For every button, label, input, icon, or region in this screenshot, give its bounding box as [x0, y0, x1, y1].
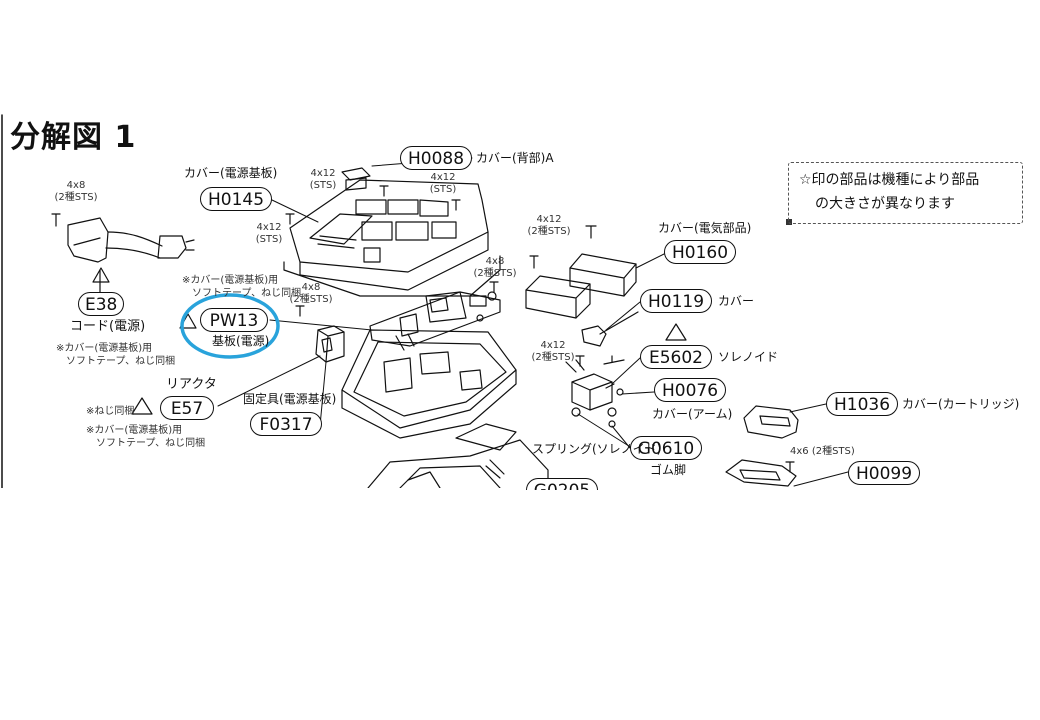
screw-label-8-size: 4x12 [540, 340, 566, 351]
power-cord-drawing [67, 217, 195, 293]
power-board-drawing [369, 291, 501, 347]
part-code-g0205: G0205 [526, 478, 598, 490]
remark-5: ※ねじ同梱 [86, 406, 135, 417]
part-code-h0099: H0099 [848, 461, 920, 485]
screw-label-6-size: 4x8 [485, 256, 505, 267]
remark-3: ※カバー(電源基板)用 [56, 343, 153, 354]
note-line-2: の大きさが異なります [815, 196, 955, 212]
cover-h1036-drawing [743, 405, 799, 439]
remark-1: ※カバー(電源基板)用 [182, 275, 279, 286]
cover-h0119-drawing [581, 325, 607, 347]
screw-label-5-type: (2種STS) [289, 294, 333, 305]
part-name-h1036: カバー(カートリッジ) [902, 397, 1020, 411]
remark-4: ソフトテープ、ねじ同梱 [66, 356, 176, 367]
covers-h0160-drawing [525, 253, 637, 319]
part-code-h0119: H0119 [640, 289, 712, 313]
part-h0099-drawing [725, 459, 797, 487]
part-name-e38: コード(電源) [70, 319, 146, 334]
part-code-h1036: H1036 [826, 392, 898, 416]
part-name-pw13: 基板(電源) [212, 334, 270, 348]
part-code-h0160: H0160 [664, 240, 736, 264]
screw-label-2-size: 4x12 [256, 222, 282, 233]
screw-label-2-type: (STS) [255, 234, 283, 245]
page-title: 分解図 1 [10, 120, 137, 155]
screw-label-4-type: (STS) [429, 184, 457, 195]
part-code-h0145: H0145 [200, 187, 272, 211]
part-code-e5602: E5602 [640, 345, 712, 369]
note-line-1: ☆印の部品は機種により部品 [799, 172, 980, 188]
part-name-h0119: カバー [718, 294, 755, 308]
highlight-ellipse [180, 293, 280, 359]
part-name-h0145: カバー(電源基板) [184, 166, 278, 180]
part-code-e38: E38 [78, 292, 124, 316]
screw-label-1-type: (2種STS) [54, 192, 98, 203]
screw-label-7-type: (2種STS) [527, 226, 571, 237]
lower-assembly-drawing [367, 423, 549, 489]
part-code-e57: E57 [160, 396, 214, 420]
part-name-g0610: ゴム脚 [650, 463, 687, 477]
screw-label-7-size: 4x12 [536, 214, 562, 225]
screw-label-9: 4x6 (2種STS) [790, 446, 855, 457]
crop-blank [0, 488, 1040, 720]
screw-label-4-size: 4x12 [430, 172, 456, 183]
note-box: ☆印の部品は機種により部品 の大きさが異なります [788, 162, 1023, 224]
part-name-h0088: カバー(背部)A [476, 151, 554, 165]
screw-label-3-type: (STS) [309, 180, 337, 191]
cover-h0088-drawing [341, 167, 371, 181]
remark-2: ソフトテープ、ねじ同梱 [192, 288, 302, 299]
part-name-h0160: カバー(電気部品) [658, 221, 752, 235]
rubber-foot-2 [607, 407, 617, 417]
rubber-foot-3 [608, 420, 616, 428]
remark-6: ※カバー(電源基板)用 [86, 425, 183, 436]
rubber-foot-1 [571, 407, 581, 417]
part-name-f0317: 固定具(電源基板) [243, 392, 337, 406]
part-name-h0076: カバー(アーム) [652, 407, 733, 421]
tray-f0317-drawing [341, 329, 517, 439]
screws-drawing [51, 185, 795, 473]
part-code-h0088: H0088 [400, 146, 472, 170]
part-name-e57: リアクタ [166, 377, 217, 392]
solenoid-drawing [565, 355, 625, 411]
cover-h0145-drawing [283, 177, 501, 297]
part-name-g0205: スプリング(ソレノイド) [532, 442, 662, 456]
part-code-f0317: F0317 [250, 412, 322, 436]
screw-label-3-size: 4x12 [310, 168, 336, 179]
screw-label-8-type: (2種STS) [531, 352, 575, 363]
part-name-e5602: ソレノイド [718, 350, 779, 364]
screw-label-6-type: (2種STS) [473, 268, 517, 279]
part-code-pw13: PW13 [200, 308, 268, 332]
screw-label-5-size: 4x8 [301, 282, 321, 293]
remark-7: ソフトテープ、ねじ同梱 [96, 438, 206, 449]
reactor-drawing [315, 325, 345, 363]
part-code-h0076: H0076 [654, 378, 726, 402]
part-code-g0610: G0610 [630, 436, 702, 460]
screw-label-1-size: 4x8 [66, 180, 86, 191]
